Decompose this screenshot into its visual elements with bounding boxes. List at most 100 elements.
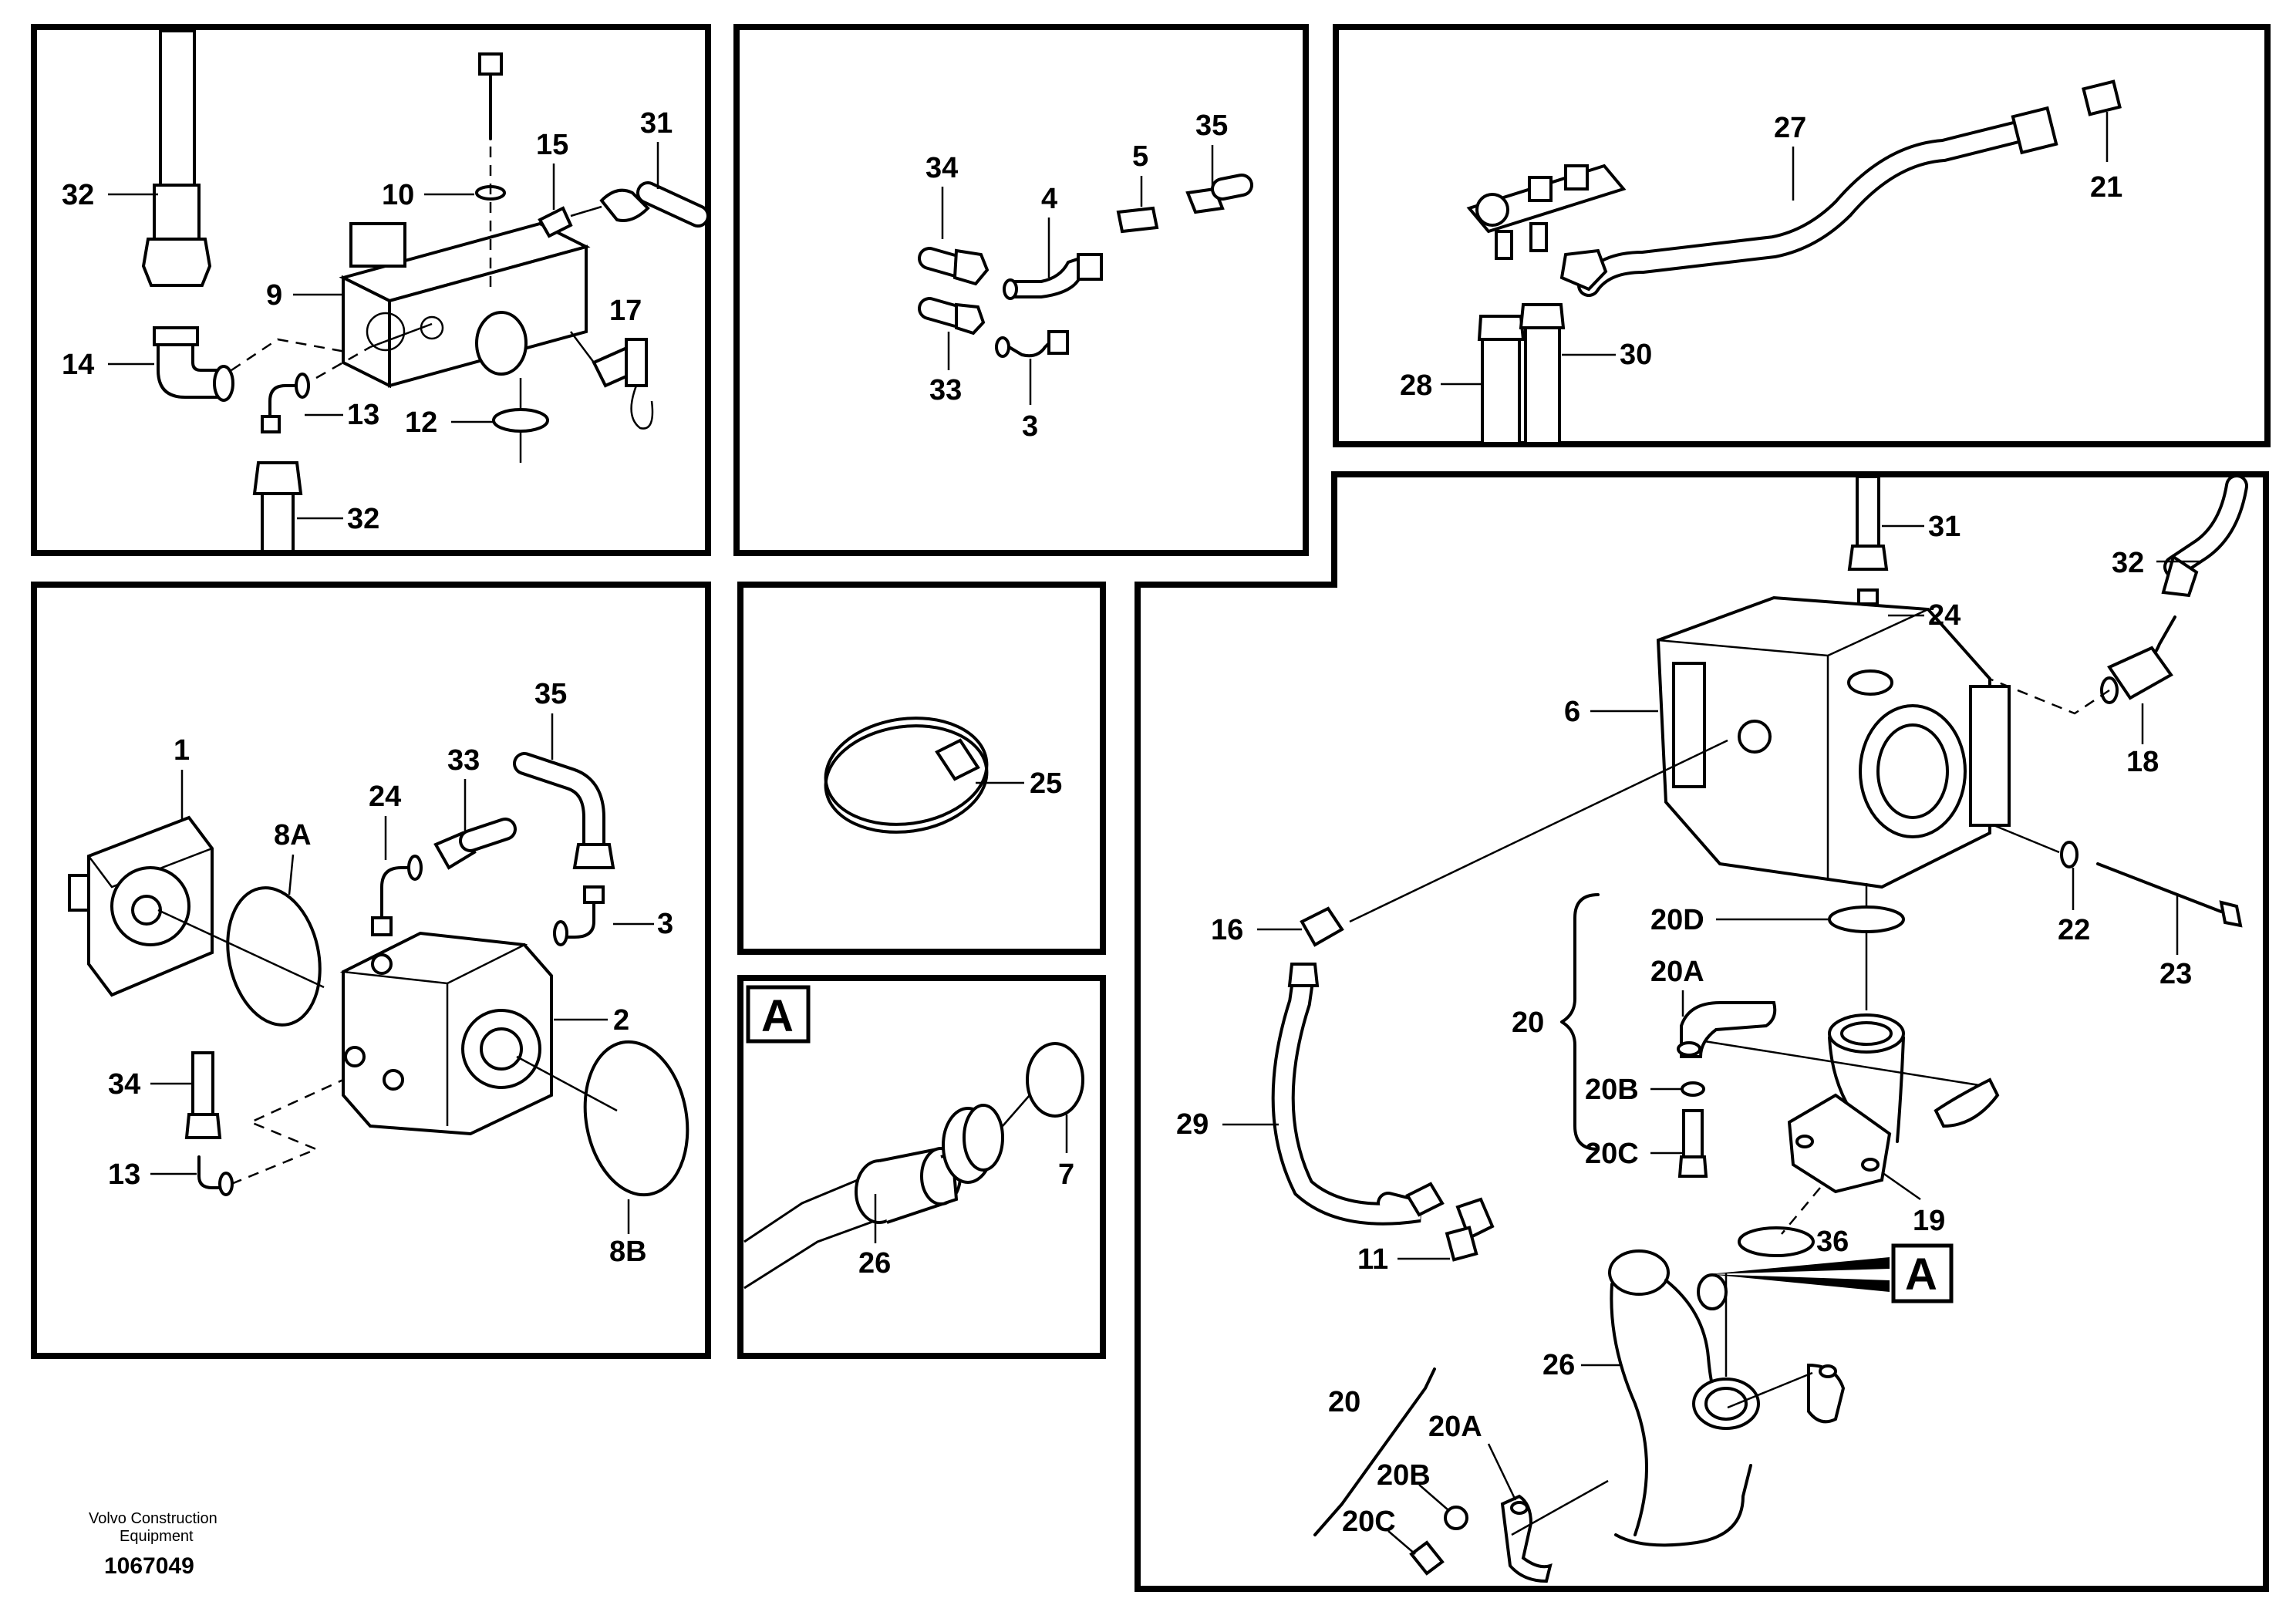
panel-6-labels: 26 7 [858,1114,1074,1280]
bolt-20c-head [1677,1155,1708,1178]
fitting-11-body [1445,1226,1478,1262]
detail-a-badge [746,985,811,1044]
elbow-13-port [218,1172,234,1196]
hose-27-end [2011,106,2058,155]
label-7: 7 [1058,1158,1074,1191]
elbow-4-end [1003,278,1018,300]
label-28: 28 [1400,369,1432,402]
flange-half-20a [1680,1001,1777,1058]
label-2: 2 [613,1004,629,1037]
hose-31-inner [639,184,706,224]
pump-flange-group [68,752,689,1197]
label-17: 17 [609,295,642,327]
elbow-4-nut [1077,253,1103,281]
elbow-31 [599,188,650,222]
valve-port [366,312,406,352]
elbow-3-nut [1047,330,1069,355]
dash-line-13 [231,1078,344,1185]
label-36: 36 [1816,1226,1849,1258]
hose-35-nut [572,843,615,869]
label-19: 19 [1913,1205,1945,1237]
bracket-20 [1560,893,1600,1151]
callout-a-badge [1891,1243,1954,1303]
hose-28 [1481,322,1521,445]
label-22: 22 [2058,914,2090,946]
flange-1-bore [131,895,162,926]
flange-hole [1677,1041,1701,1057]
elbow-3-nut [583,885,605,904]
label-34: 34 [108,1068,140,1101]
dash-line-14 [231,338,363,372]
label-26-lower: 26 [1542,1349,1575,1381]
hose-35-inner [1214,177,1250,197]
label-20-lower: 20 [1328,1386,1360,1418]
detail-a-group: A [743,985,1084,1290]
label-3: 3 [657,908,673,940]
elbow-3-port [553,920,568,946]
pump-top-port [1847,669,1893,696]
flange-hole [1795,1135,1814,1148]
pump-port [371,953,393,975]
label-27: 27 [1774,112,1806,144]
hose-33-inner [462,821,514,849]
control-valve-group [141,29,710,553]
elbow-13 [268,384,302,430]
bolt-23-head [2219,900,2243,928]
hose-34 [191,1051,214,1116]
drawing-number: 1067049 [104,1553,194,1579]
hex-nut [141,238,212,287]
label-21: 21 [2090,171,2122,204]
callout-a-group: A [1708,1243,1954,1303]
manifold-fitting [1528,176,1553,202]
pipe-26-bend [1614,1464,1752,1547]
bolt-20c-lower [1409,1540,1445,1576]
valve-connector [349,222,406,268]
o-ring-12 [492,408,549,433]
label-15: 15 [536,129,568,161]
label-32: 32 [2112,547,2144,579]
flange-hole [1819,1364,1837,1378]
main-pump-group [1271,474,2248,1583]
panel-main-pump [1135,471,2269,1592]
axis-line [1993,824,2060,854]
elbow-4 [1009,257,1081,283]
axis-line [1511,1479,1609,1536]
company-line-2: Equipment [120,1528,194,1545]
label-20b: 20B [1585,1074,1639,1106]
elbow-3 [561,893,595,939]
hose-29-inner [1274,967,1421,1222]
flange-1-stub [68,874,90,912]
pump-port-bore [1876,723,1949,819]
label-20: 20 [1512,1007,1544,1039]
label-5: 5 [1132,140,1148,173]
hex-nut [252,461,303,495]
flange-hole [1861,1158,1880,1172]
plug-chain [630,385,654,430]
pump-port [344,1046,366,1067]
fitting-5 [1116,206,1159,234]
label-26: 26 [858,1247,891,1280]
callout-a-arrow [1708,1274,1890,1292]
hose-32-nut [2161,554,2199,598]
label-25: 25 [1030,767,1062,800]
pump-bore [480,1027,523,1071]
label-13: 13 [347,399,379,431]
leader [1881,1171,1921,1201]
washer-20b [1681,1081,1705,1097]
label-31: 31 [1928,511,1961,543]
pump-control [1969,685,2011,827]
washer-20b-lower [1444,1506,1468,1530]
label-13: 13 [108,1158,140,1191]
o-ring-8b [583,1040,689,1197]
label-35: 35 [1195,110,1228,142]
elbow-3 [1001,334,1058,358]
elbow-14-nut [153,326,199,346]
panel-4-labels: 1 8A 35 33 24 3 2 34 13 8B [108,678,673,1268]
elbow-13-port [295,373,310,399]
hose-31 [1856,475,1880,548]
leader [1487,1443,1517,1501]
axis-line [1704,1040,1994,1089]
pump-body-top [339,932,528,985]
elbow-18 [2107,646,2173,700]
